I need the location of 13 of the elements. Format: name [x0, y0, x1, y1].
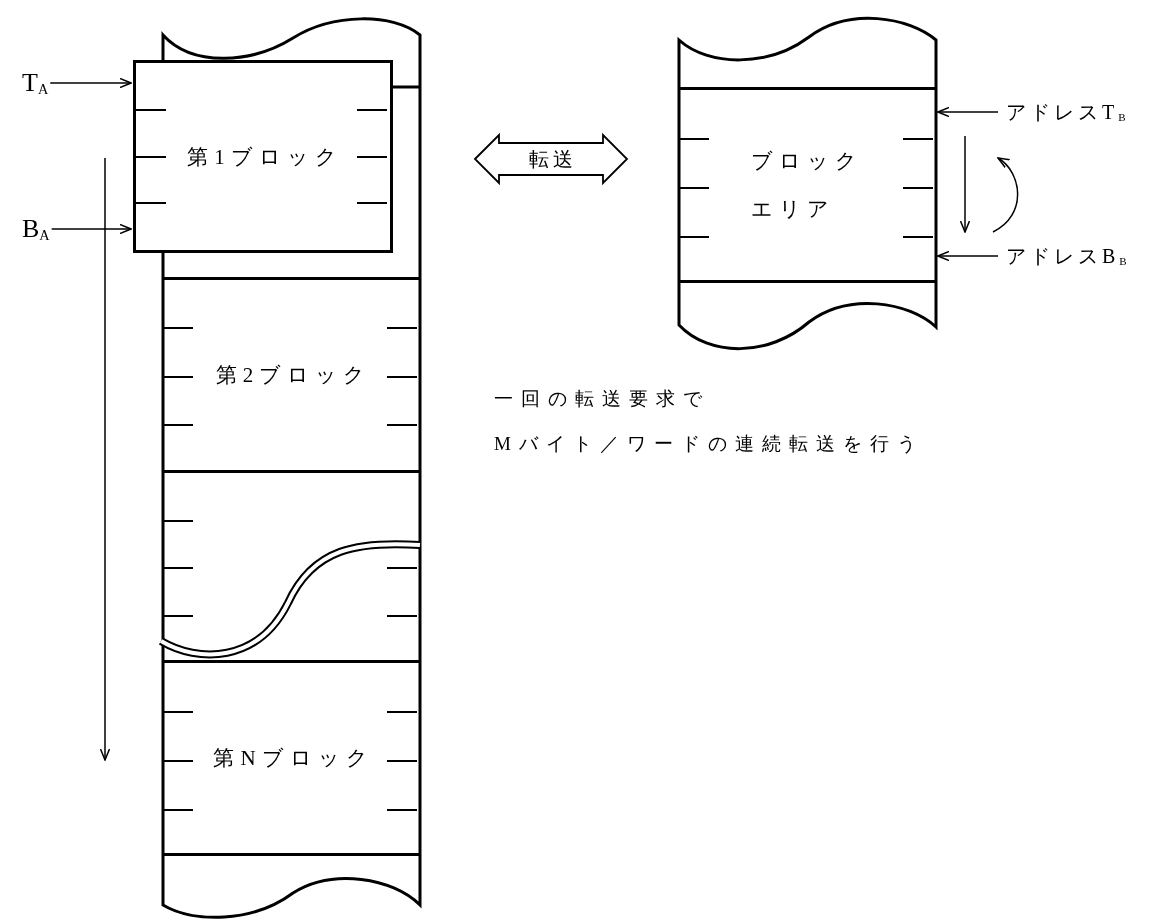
note-text: 一回の転送要求で: [494, 387, 710, 411]
memory-block: 第2ブロック: [163, 277, 420, 470]
arrow: [49, 77, 132, 89]
address-label: B$_{A}$: [22, 214, 50, 244]
memory-block: 第Nブロック: [163, 660, 420, 856]
memory-block: 第1ブロック: [133, 60, 393, 253]
arrow: [50, 223, 132, 235]
arrow: [937, 250, 999, 262]
note-text: Mバイト／ワードの連続転送を行う: [494, 432, 924, 456]
address-label: アドレスT$_{B}$: [1006, 99, 1130, 126]
address-label: T$_{A}$: [22, 68, 49, 98]
address-label: アドレスB$_{B}$: [1006, 243, 1131, 270]
arrow: [937, 106, 999, 118]
